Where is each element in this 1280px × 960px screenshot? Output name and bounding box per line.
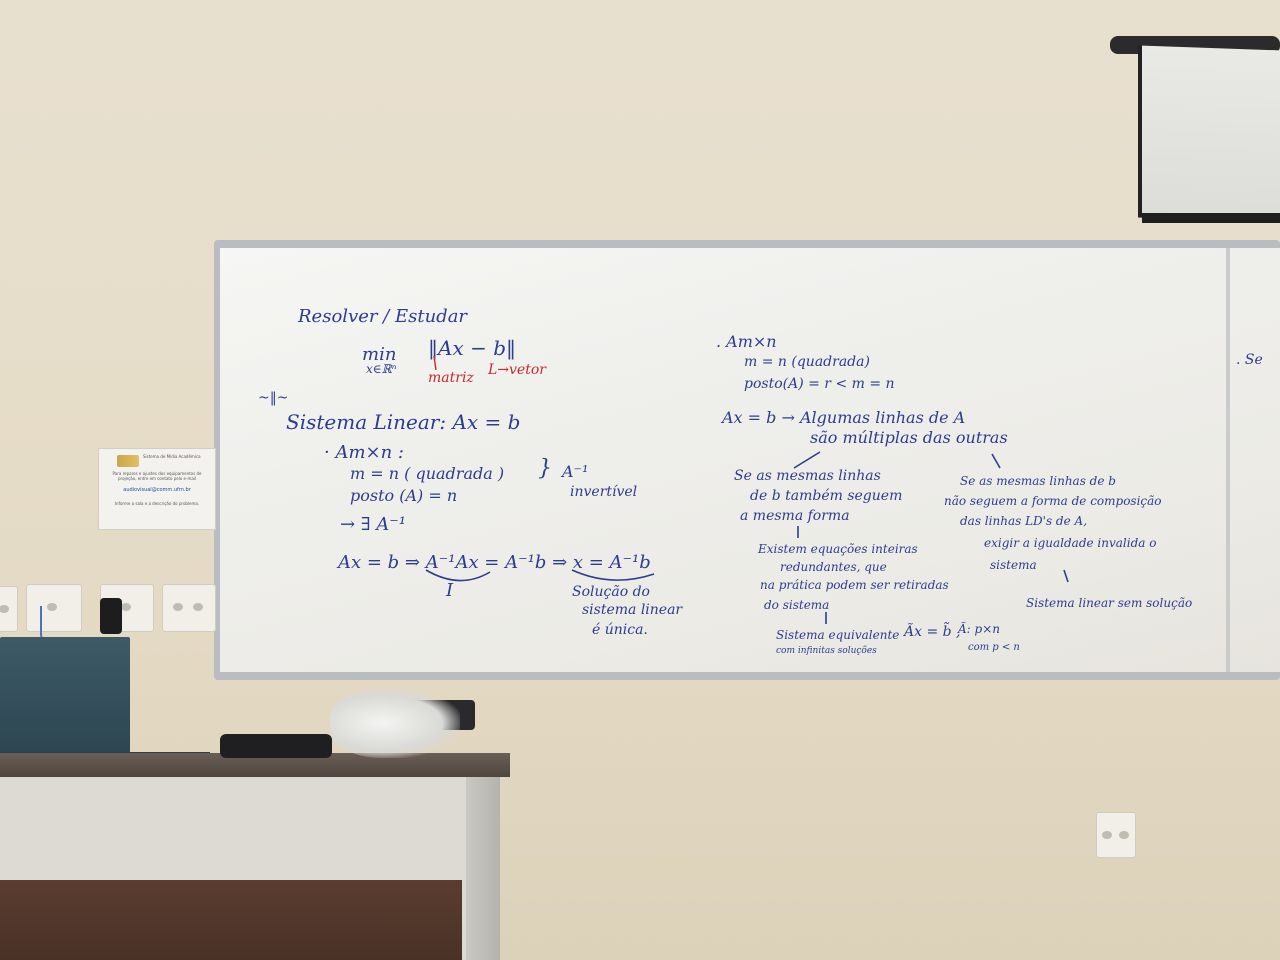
board-arrows: [425, 355, 1069, 624]
algumas-text: Ax = b → Algumas linhas de A: [722, 408, 966, 427]
brace: }: [538, 456, 552, 481]
notice-line-1: Para reparos e ajustes dos equipamentos …: [112, 471, 202, 481]
norm-text: ‖Ax − b‖: [428, 336, 516, 360]
board-divider: [1226, 248, 1230, 672]
notice-logo-text: Sistema de Mídia Acadêmica: [143, 454, 201, 459]
equation-chain: Ax = b ⇒ A⁻¹Ax = A⁻¹b ⇒ x = A⁻¹b: [338, 552, 651, 573]
equivalente-2: com infinitas soluções: [776, 646, 877, 656]
whiteboard: Resolver / Estudar min x∈ℝⁿ ‖Ax − b‖ mat…: [220, 248, 1280, 672]
mn-left: m = n ( quadrada ): [350, 464, 505, 483]
notice-line-3: Informe a sala e a descrição do problema…: [114, 501, 200, 506]
right-case-1: Se as mesmas linhas de b: [960, 474, 1116, 488]
arrow-sem-solucao: [1063, 569, 1069, 583]
notice-email: audiovisual@comm.ufrn.br: [123, 487, 191, 493]
exists-inverse: → ∃ A⁻¹: [340, 514, 407, 535]
posto-left: posto (A) = n: [350, 486, 458, 505]
matriz-label: matriz: [428, 370, 474, 386]
a-tilde-dim: Ã: p×n: [958, 622, 1000, 636]
sem-solucao: Sistema linear sem solução: [1026, 596, 1193, 610]
right-case-3: das linhas LD's de A,: [960, 514, 1088, 528]
logo-icon: [117, 455, 139, 467]
left-case-3: a mesma forma: [740, 508, 850, 524]
sistema-heading: Sistema Linear: Ax = b: [286, 410, 521, 434]
domain-text: x∈ℝⁿ: [366, 362, 397, 376]
inv-word: invertível: [570, 484, 638, 500]
outlet-plate: [162, 584, 216, 632]
underbrace-identity: [425, 569, 491, 582]
amxn-left: · Am×n :: [324, 442, 404, 463]
charger: [100, 598, 122, 634]
right-case-2: não seguem a forma de composição: [944, 494, 1162, 508]
solucao-2: sistema linear: [582, 602, 683, 618]
notice-paper: Sistema de Mídia Acadêmica Para reparos …: [98, 448, 216, 530]
arrow-matriz: [433, 355, 437, 371]
underbrace-solution: [571, 569, 655, 581]
vetor-label: L→vetor: [488, 362, 546, 378]
existem-2: redundantes, que: [780, 560, 887, 574]
arrow-left-case: [793, 451, 821, 469]
min-text: min: [362, 344, 397, 365]
solucao-1: Solução do: [572, 584, 650, 600]
multiplas-text: são múltiplas das outras: [810, 428, 1008, 447]
existem-3: na prática podem ser retiradas: [760, 578, 949, 592]
mn-right: m = n (quadrada): [744, 354, 870, 370]
existem-4: do sistema: [764, 598, 830, 612]
squiggle-mark: ~‖~: [258, 390, 289, 406]
arrow-right-case: [991, 453, 1001, 469]
desk-leg: [466, 777, 500, 960]
projector-screen: [1110, 30, 1280, 223]
eyeglass-case: [220, 734, 332, 758]
plastic-bag: [330, 688, 460, 758]
identity-mark: I: [446, 580, 454, 601]
left-case-1: Se as mesmas linhas: [734, 468, 881, 484]
right-case-4: exigir a igualdade invalida o: [984, 536, 1157, 550]
right-edge-text: . Se: [1236, 352, 1263, 368]
title-text: Resolver / Estudar: [298, 306, 468, 327]
posto-right: posto(A) = r < m = n: [744, 376, 895, 392]
a-tilde-eq: Ãx = b̃ ,: [904, 624, 961, 640]
a-tilde-cond: com p < n: [968, 642, 1020, 653]
left-case-2: de b também seguem: [750, 488, 903, 504]
right-case-5: sistema: [990, 558, 1037, 572]
equivalente-1: Sistema equivalente: [776, 628, 900, 642]
inv-symbol: A⁻¹: [562, 462, 589, 481]
desk-panel: [0, 880, 462, 960]
solucao-3: é única.: [592, 622, 648, 638]
outlet-plate: [1096, 812, 1136, 858]
amxn-right: . Am×n: [716, 332, 777, 351]
laptop-lid: [0, 637, 130, 759]
outlet-plate: [0, 586, 18, 632]
existem-1: Existem equações inteiras: [758, 542, 918, 556]
